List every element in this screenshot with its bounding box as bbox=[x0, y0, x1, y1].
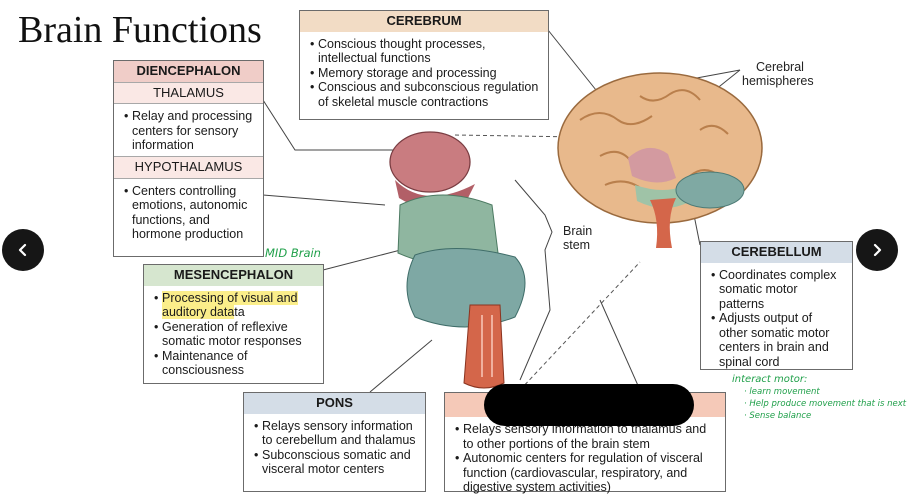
next-button[interactable] bbox=[856, 229, 898, 271]
diencephalon-box: DIENCEPHALON THALAMUS Relay and processi… bbox=[113, 60, 264, 257]
medulla-item: Autonomic centers for regulation of visc… bbox=[455, 451, 717, 495]
diencephalon-header: DIENCEPHALON bbox=[114, 61, 263, 82]
brain-stem-small bbox=[650, 198, 676, 248]
chevron-right-icon bbox=[873, 243, 882, 257]
pons-list: Relays sensory information to cerebellum… bbox=[244, 414, 425, 481]
thalamus-list: Relay and processing centers for sensory… bbox=[114, 104, 263, 156]
pons-item: Relays sensory information to cerebellum… bbox=[254, 419, 417, 448]
brain-stem-line1: Brain bbox=[563, 224, 593, 238]
leader-medulla bbox=[599, 299, 641, 391]
mesencephalon-header: MESENCEPHALON bbox=[144, 265, 323, 286]
handwritten-mid-brain: MID Brain bbox=[265, 246, 321, 260]
previous-button[interactable] bbox=[2, 229, 44, 271]
pons-shape bbox=[406, 247, 526, 328]
cerebellum-item: Coordinates complex somatic motor patter… bbox=[711, 268, 844, 312]
medulla-item: Relays sensory information to thalamus a… bbox=[455, 422, 717, 451]
brain-stem-line2: stem bbox=[563, 238, 591, 252]
hypothalamus-label: HYPOTHALAMUS bbox=[114, 156, 263, 179]
cerebellum-box: CEREBELLUM Coordinates complex somatic m… bbox=[700, 241, 853, 370]
brain-stem-label: Brain stem bbox=[563, 224, 592, 252]
cerebrum-item: Conscious and subconscious regulation of… bbox=[310, 80, 540, 109]
cerebral-hemispheres-line1: Cerebral bbox=[756, 60, 804, 74]
handwritten-note-item: · Help produce movement that is next bbox=[744, 399, 907, 409]
cerebral-hemispheres-label: Cerebral hemispheres bbox=[742, 60, 814, 88]
highlighted-text: Processing of visual and auditory data bbox=[162, 290, 298, 319]
handwritten-note-item: · Sense balance bbox=[744, 411, 812, 421]
medulla-list: Relays sensory information to thalamus a… bbox=[445, 417, 725, 495]
mesencephalon-item: Processing of visual and auditory datata bbox=[154, 290, 315, 320]
cerebellum-item: Adjusts output of other somatic motor ce… bbox=[711, 311, 844, 369]
handwritten-notes-title: interact motor: bbox=[732, 374, 808, 385]
hypothalamus-list: Centers controlling emotions, autonomic … bbox=[114, 179, 263, 246]
mesencephalon-item: Maintenance of consciousness bbox=[154, 349, 315, 378]
handwritten-note-item: · learn movement bbox=[744, 387, 820, 397]
cerebellum-list: Coordinates complex somatic motor patter… bbox=[701, 263, 852, 374]
leader-pons bbox=[369, 339, 433, 393]
page-title: Brain Functions bbox=[18, 9, 262, 51]
mesencephalon-list: Processing of visual and auditory datata… bbox=[144, 286, 323, 382]
diencephalon-small bbox=[628, 147, 676, 183]
hypothalamus-item: Centers controlling emotions, autonomic … bbox=[124, 184, 255, 242]
handwritten-cerebellum-notes: interact motor: · learn movement · Help … bbox=[732, 374, 906, 422]
thalamus-label: THALAMUS bbox=[114, 81, 263, 104]
cerebrum-box: CEREBRUM Conscious thought processes, in… bbox=[299, 10, 549, 120]
pons-header: PONS bbox=[244, 393, 425, 414]
leader-hypothalamus bbox=[262, 194, 386, 206]
cerebrum-list: Conscious thought processes, intellectua… bbox=[300, 32, 548, 114]
pons-item: Subconscious somatic and visceral motor … bbox=[254, 448, 417, 477]
cerebrum-item: Conscious thought processes, intellectua… bbox=[310, 37, 540, 66]
chevron-left-icon bbox=[18, 243, 27, 257]
thalamus-item: Relay and processing centers for sensory… bbox=[124, 109, 255, 153]
medulla-shape bbox=[463, 304, 505, 389]
cerebellum-small bbox=[675, 171, 745, 209]
mesencephalon-box: MESENCEPHALON Processing of visual and a… bbox=[143, 264, 324, 384]
mesencephalon-item: Generation of reflexive somatic motor re… bbox=[154, 320, 315, 349]
cerebral-hemispheres-line2: hemispheres bbox=[742, 74, 814, 88]
leader-thalamus bbox=[262, 99, 395, 151]
redaction-mark bbox=[484, 384, 694, 426]
pons-box: PONS Relays sensory information to cereb… bbox=[243, 392, 426, 492]
mesencephalon-item-rest: ta bbox=[234, 305, 245, 319]
cerebrum-header: CEREBRUM bbox=[300, 11, 548, 32]
cerebellum-header: CEREBELLUM bbox=[701, 242, 852, 263]
thalamus-shape bbox=[389, 131, 471, 193]
dashed-link-bottom bbox=[519, 261, 641, 391]
cerebrum-item: Memory storage and processing bbox=[310, 66, 540, 81]
brain-stem-bracket bbox=[514, 179, 553, 381]
